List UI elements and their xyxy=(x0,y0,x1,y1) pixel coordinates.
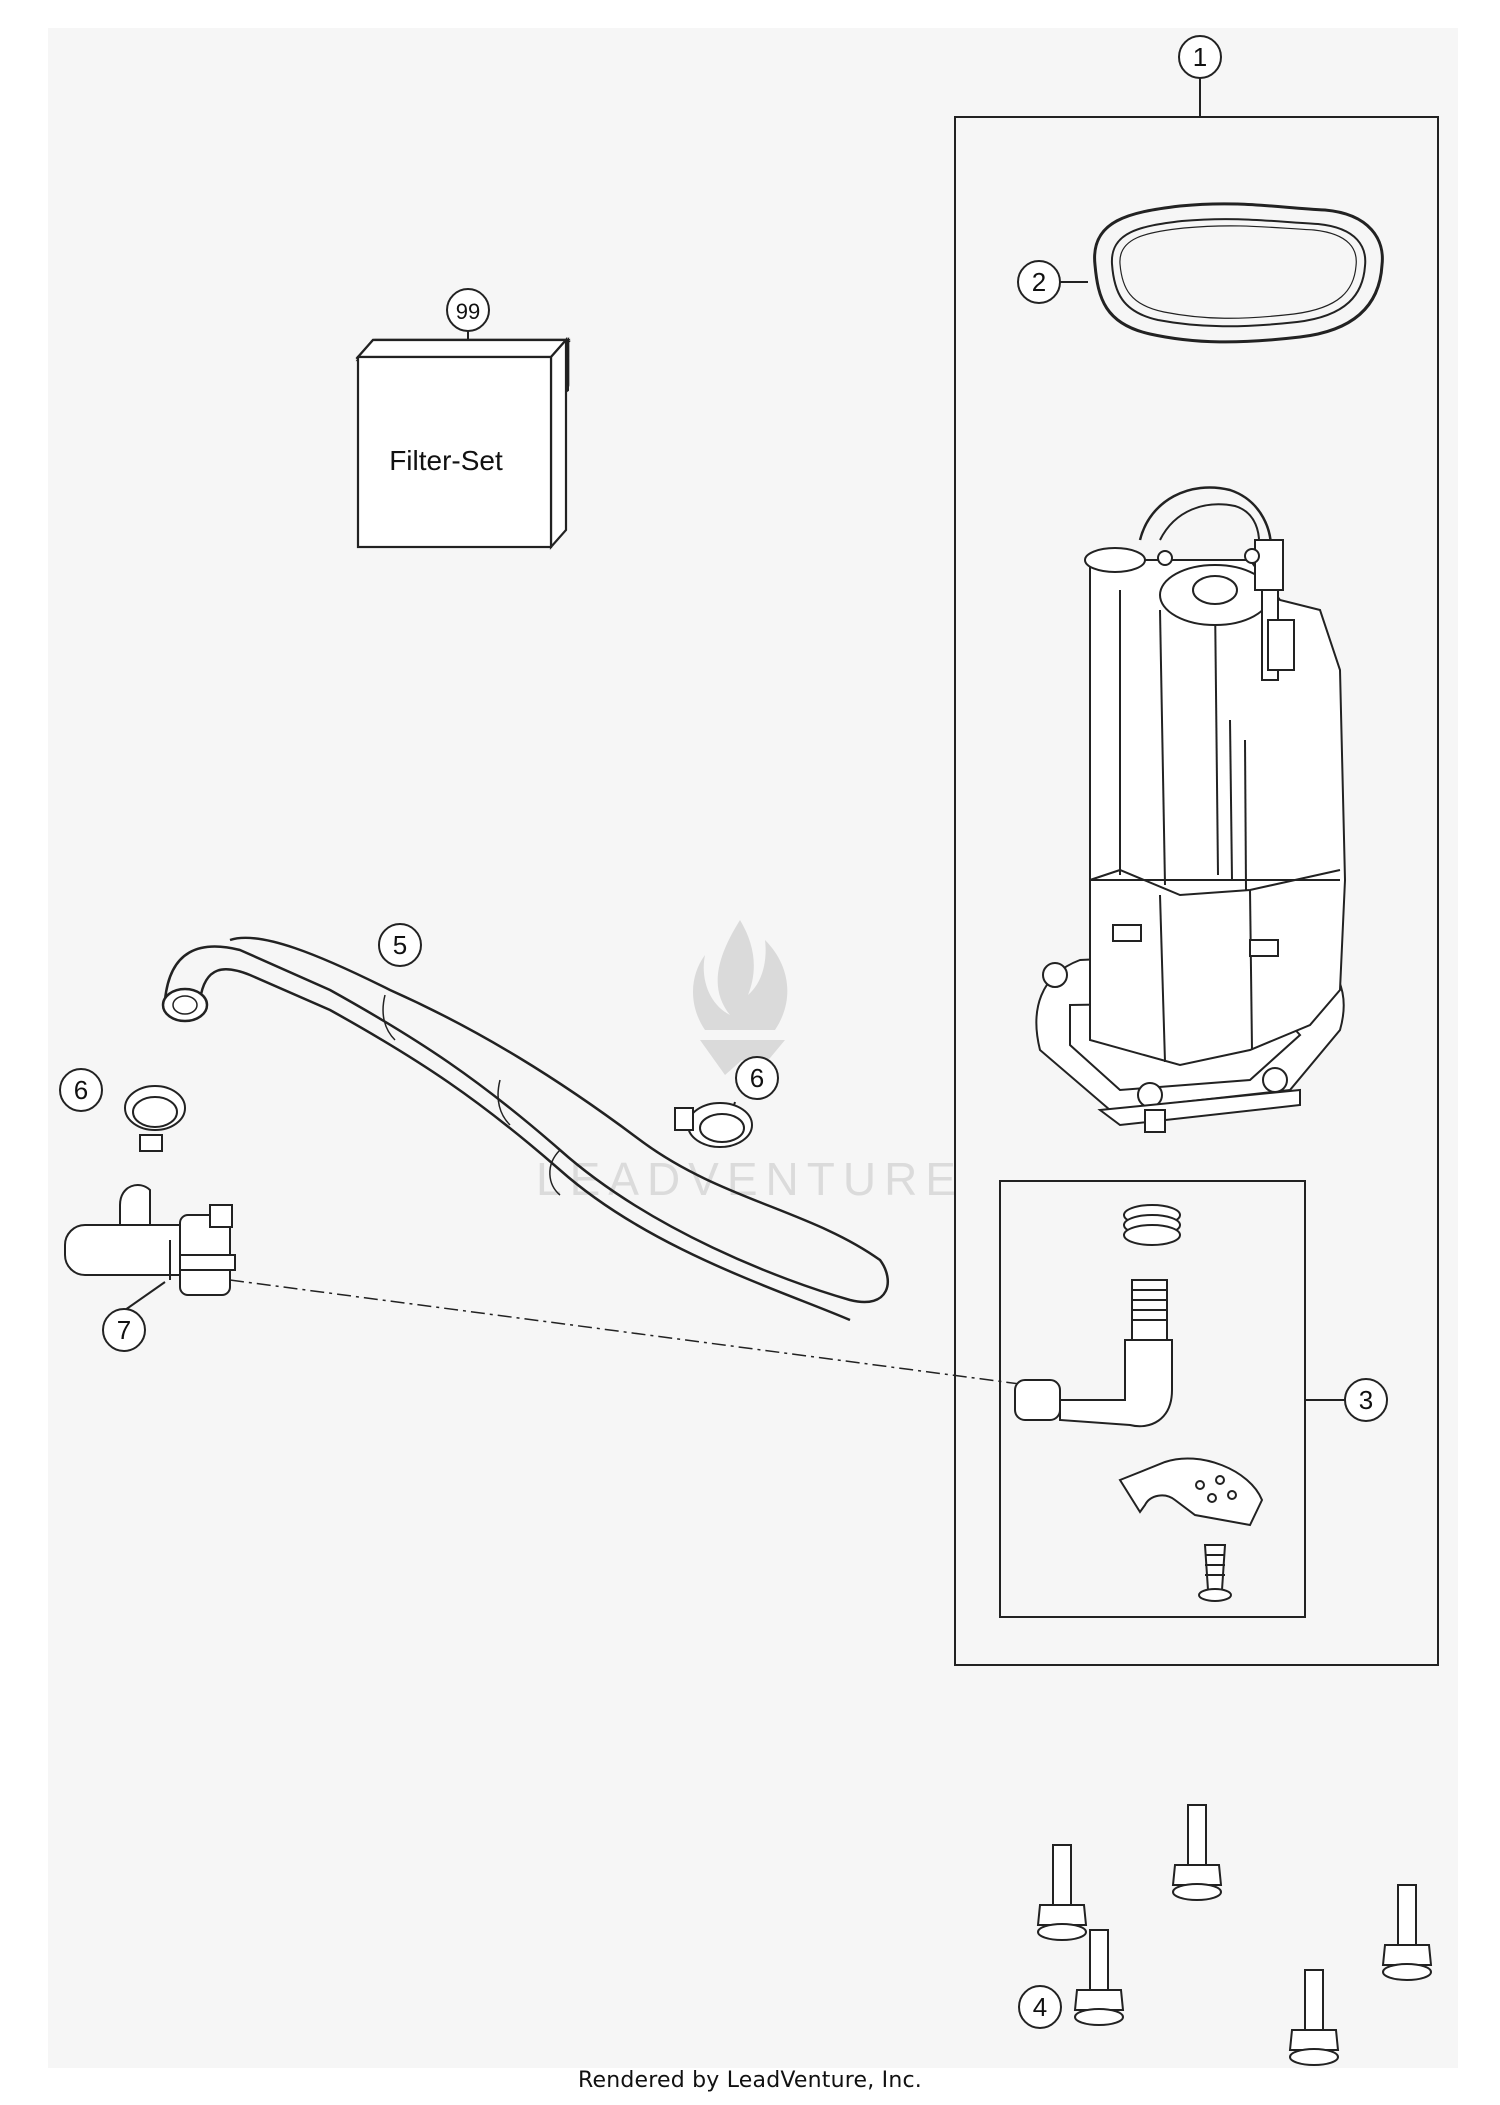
filter-set-label: Filter-Set xyxy=(389,445,503,476)
bolts-part-4 xyxy=(1036,1804,1433,2066)
bolt xyxy=(1288,1969,1340,2066)
filter-set-box-true xyxy=(355,337,569,550)
callout-99-label: 99 xyxy=(456,299,480,324)
callouts: 1 2 3 4 5 6 6 7 xyxy=(59,35,1388,2029)
callout-2-label: 2 xyxy=(1032,267,1046,297)
callout-1: 1 xyxy=(1178,35,1222,79)
callout-6a: 6 xyxy=(59,1068,103,1112)
callout-7-label: 7 xyxy=(117,1315,131,1345)
bolt xyxy=(1073,1929,1125,2026)
callout-6b-label: 6 xyxy=(750,1063,764,1093)
callout-3: 3 xyxy=(1344,1378,1388,1422)
bolt xyxy=(1036,1844,1088,1941)
callout-6a-label: 6 xyxy=(74,1075,88,1105)
footer-credit: Rendered by LeadVenture, Inc. xyxy=(578,2068,922,2093)
callout-2: 2 xyxy=(1017,260,1061,304)
gasket-part-2 xyxy=(1093,202,1384,344)
callout-3-label: 3 xyxy=(1359,1385,1373,1415)
clamp-part-6-left xyxy=(124,1085,186,1152)
callout-5-label: 5 xyxy=(393,930,407,960)
callout-6b: 6 xyxy=(735,1056,779,1100)
quick-connector-part-7 xyxy=(64,1184,236,1296)
callout-1-label: 1 xyxy=(1193,42,1207,72)
fuel-pump xyxy=(1035,486,1347,1133)
callout-4-label: 4 xyxy=(1033,1992,1047,2022)
connection-line xyxy=(229,1279,1021,1385)
callout-4: 4 xyxy=(1018,1985,1062,2029)
hose-part-5 xyxy=(161,936,889,1322)
callout-5: 5 xyxy=(378,923,422,967)
callout-99: 99 xyxy=(446,288,490,332)
clamp-part-6-right xyxy=(674,1102,753,1148)
connector-assembly-part-3 xyxy=(1014,1204,1264,1602)
callout-7: 7 xyxy=(102,1308,146,1352)
bolt xyxy=(1171,1804,1223,1901)
assembly-frame-1 xyxy=(954,116,1439,1666)
bolt xyxy=(1381,1884,1433,1981)
